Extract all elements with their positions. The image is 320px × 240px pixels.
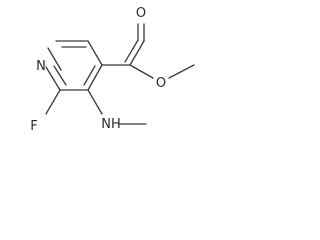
ester-oxygen-label: O bbox=[156, 76, 166, 91]
chemical-structure-diagram: N F NH O O bbox=[30, 6, 195, 134]
bond-c4-c5-inner bbox=[83, 65, 96, 86]
bond-c6-n1-inner bbox=[53, 65, 67, 86]
bond-c3-c4 bbox=[87, 40, 103, 66]
bond-c5-n-amine bbox=[87, 89, 103, 115]
ring-nitrogen-label: N bbox=[36, 59, 46, 74]
pyridine-ring bbox=[45, 40, 103, 91]
bond-carbonyl-ester-o bbox=[129, 64, 154, 79]
fluorine-label: F bbox=[30, 119, 37, 134]
bond-c6-f bbox=[45, 89, 61, 115]
substituents bbox=[45, 23, 195, 125]
bond-ester-o-ch3 bbox=[168, 64, 195, 79]
carbonyl-oxygen-label: O bbox=[136, 6, 146, 21]
bond-c6-n1 bbox=[45, 66, 61, 91]
atom-labels: N F NH O O bbox=[30, 6, 166, 134]
bond-carbonyl-o-double bbox=[124, 39, 139, 63]
bond-c4-c5 bbox=[87, 64, 103, 91]
bond-carbonyl-o bbox=[129, 40, 145, 66]
bond-n1-c2 bbox=[47, 47, 62, 71]
amine-nh-label: NH bbox=[101, 117, 121, 132]
